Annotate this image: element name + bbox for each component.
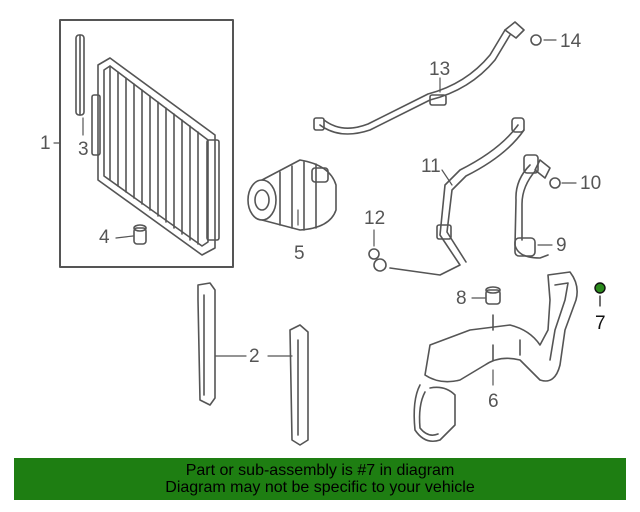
leader-11 (441, 169, 453, 186)
callout-7: 7 (595, 313, 606, 334)
leader-4 (115, 235, 134, 239)
callout-14: 14 (560, 31, 582, 52)
cap-8 (485, 286, 501, 305)
seal-ring-12 (368, 248, 380, 260)
left-bracket (197, 282, 216, 406)
callout-4: 4 (99, 227, 110, 248)
o-ring-7 (594, 282, 606, 294)
callout-2: 2 (249, 346, 260, 367)
hose-9 (514, 154, 551, 259)
callout-12: 12 (364, 208, 386, 229)
callout-1: 1 (40, 133, 51, 154)
condenser-core (91, 57, 220, 256)
banner-line-disclaimer: Diagram may not be specific to your vehi… (165, 479, 475, 496)
callout-11: 11 (421, 156, 441, 177)
callout-6: 6 (488, 391, 499, 412)
part-info-banner: Part or sub-assembly is #7 in diagram Di… (14, 458, 626, 500)
compressor (247, 159, 337, 231)
hose-assembly-6 (413, 271, 578, 443)
right-bracket (289, 324, 309, 446)
callout-5: 5 (294, 243, 305, 264)
callout-9: 9 (556, 235, 567, 256)
seal-ring-14 (530, 34, 542, 46)
callout-13: 13 (429, 59, 451, 80)
callout-8: 8 (456, 288, 467, 309)
hose-11 (373, 117, 525, 276)
hose-13 (313, 21, 525, 135)
seal-ring-10 (549, 177, 561, 189)
drier-rod (75, 34, 85, 116)
callout-3: 3 (78, 139, 89, 160)
banner-line-part: Part or sub-assembly is #7 in diagram (185, 462, 455, 479)
callout-10: 10 (580, 173, 602, 194)
plug-part (133, 224, 147, 245)
